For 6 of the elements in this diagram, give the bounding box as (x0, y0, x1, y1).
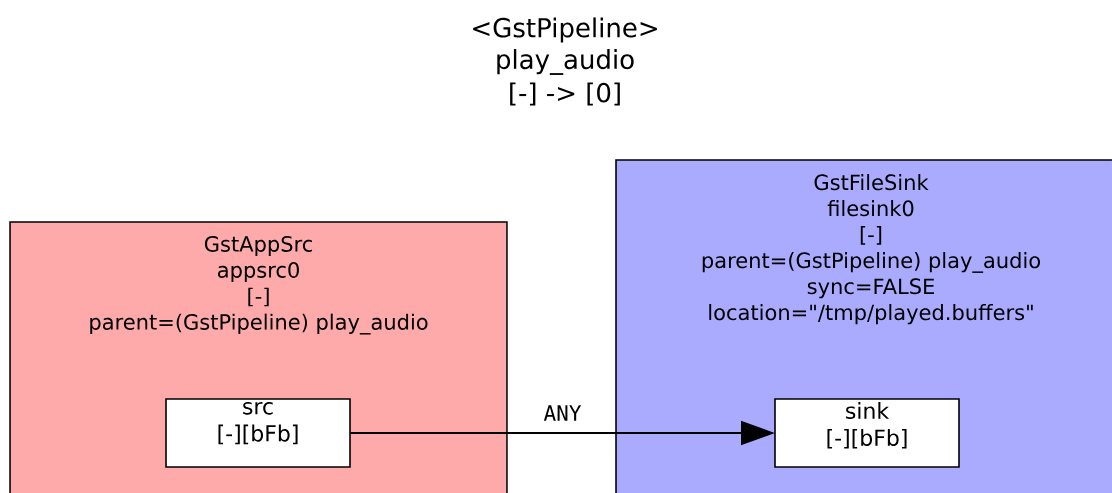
pad-box: src [-][bFb] (165, 398, 351, 468)
pipeline-title: play_audio (497, 49, 634, 75)
pipeline-title: <GstPipeline> (473, 17, 657, 43)
pipeline-title: [-] -> [0] (510, 82, 620, 106)
pad-box: sink [-][bFb] (774, 398, 960, 468)
edge-label: ANY (543, 405, 582, 421)
